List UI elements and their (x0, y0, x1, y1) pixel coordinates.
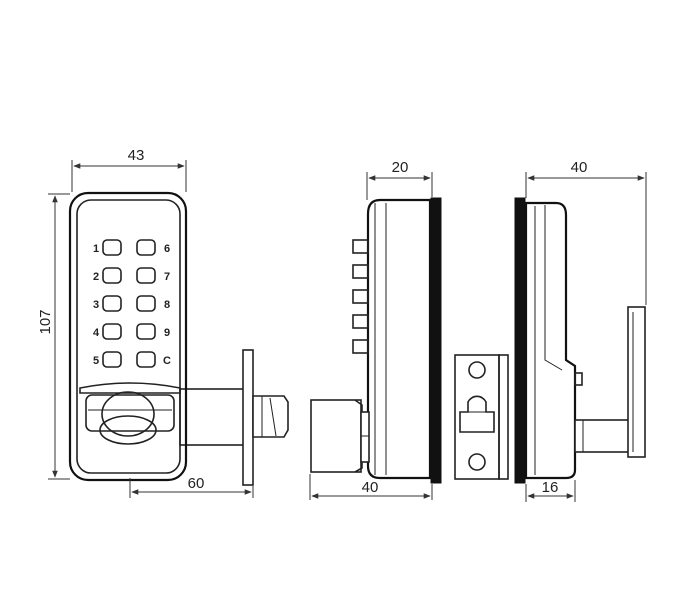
front-latch-plate (242, 349, 254, 486)
rear-lever (627, 306, 646, 458)
dim-rear-offset: 16 (542, 479, 559, 496)
strike-screw-bottom (468, 453, 486, 471)
strike-hole (459, 395, 495, 433)
strike-screw-top (468, 361, 486, 379)
keypad-key-6 (136, 239, 156, 256)
side-handle (310, 399, 362, 473)
keypad-label-8: 8 (164, 299, 170, 311)
dim-front-height: 107 (37, 309, 54, 334)
rear-screw (574, 372, 583, 386)
keypad-key-8 (136, 295, 156, 312)
strike-plate-outer (454, 354, 500, 480)
keypad-label-3: 3 (93, 299, 99, 311)
front-handle (85, 394, 175, 432)
rear-spindle (574, 419, 631, 453)
dim-front-width: 43 (128, 147, 145, 164)
side-key-5 (352, 339, 369, 354)
side-door-strip (430, 197, 442, 484)
keypad-key-5 (102, 351, 122, 368)
side-key-4 (352, 314, 369, 329)
keypad-label-7: 7 (164, 271, 170, 283)
side-key-3 (352, 289, 369, 304)
front-body-outer (68, 191, 188, 482)
dim-side-total: 40 (362, 479, 379, 496)
strike-plate (454, 354, 509, 480)
rear-door-strip (514, 197, 526, 484)
keypad-key-4 (102, 323, 122, 340)
side-view: 20 40 (309, 159, 442, 500)
keypad-label-c: C (163, 355, 171, 367)
keypad-key-c (136, 351, 156, 368)
dim-rear-width: 40 (571, 159, 588, 176)
keypad-label-9: 9 (164, 327, 170, 339)
front-body-inner (76, 199, 181, 474)
keypad-label-4: 4 (93, 327, 100, 339)
strike-plate-lip (498, 354, 509, 480)
keypad-label-1: 1 (93, 243, 99, 255)
side-body (366, 198, 432, 480)
keypad-key-1 (102, 239, 122, 256)
keypad-label-6: 6 (164, 243, 170, 255)
front-keypad: 1 2 3 4 5 6 7 8 9C (93, 239, 171, 368)
keypad-key-2 (102, 267, 122, 284)
keypad-key-3 (102, 295, 122, 312)
side-key-2 (352, 264, 369, 279)
front-spindle-housing (179, 388, 247, 446)
dim-front-spindle: 60 (188, 475, 205, 492)
front-handle-knob (101, 391, 155, 437)
rear-body (524, 201, 577, 480)
front-handle-lip (79, 382, 181, 394)
side-key-1 (352, 239, 369, 254)
keypad-label-5: 5 (93, 355, 99, 367)
keypad-key-9 (136, 323, 156, 340)
keypad-key-7 (136, 267, 156, 284)
keypad-label-2: 2 (93, 271, 99, 283)
front-view: 1 2 3 4 5 6 7 8 9C 43 107 60 (37, 147, 289, 498)
rear-view: 40 16 (514, 159, 647, 502)
dim-side-depth: 20 (392, 159, 409, 176)
